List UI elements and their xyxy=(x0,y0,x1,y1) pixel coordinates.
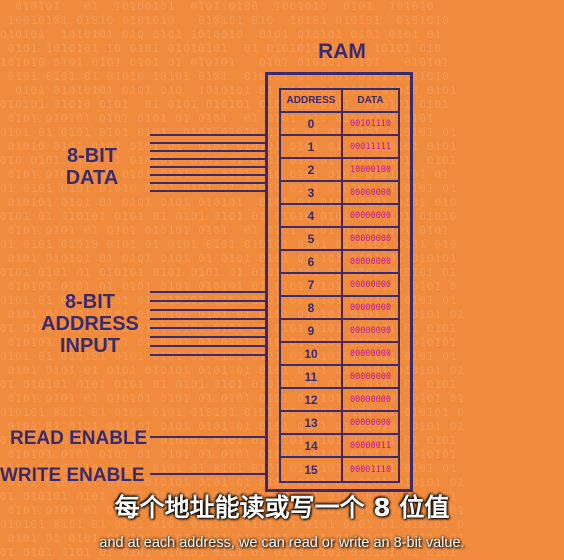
table-row: 15 00001110 xyxy=(281,458,398,481)
data-cell: 00000000 xyxy=(350,233,391,244)
table-row: 9 00000000 xyxy=(281,320,398,343)
table-row: 0 00101110 xyxy=(281,113,398,136)
read-enable-label: READ ENABLE xyxy=(10,428,148,449)
ram-title: RAM xyxy=(318,40,366,63)
address-cell: 7 xyxy=(281,274,343,295)
data-cell: 00000000 xyxy=(350,187,391,198)
address-cell: 10 xyxy=(281,343,343,364)
data-cell: 00000000 xyxy=(350,371,391,382)
table-row: 6 00000000 xyxy=(281,251,398,274)
data-cell: 00000000 xyxy=(350,210,391,221)
data-cell: 10000100 xyxy=(350,164,391,175)
ram-chip xyxy=(265,72,413,492)
address-cell: 8 xyxy=(281,297,343,318)
address-cell: 0 xyxy=(281,113,343,134)
address-cell: 1 xyxy=(281,136,343,157)
address-cell: 11 xyxy=(281,366,343,387)
data-cell: 00000000 xyxy=(350,256,391,267)
table-header: ADDRESS DATA xyxy=(281,90,398,113)
data-cell: 00000000 xyxy=(350,417,391,428)
address-bus-label-line3: INPUT xyxy=(60,335,120,357)
data-bus-label: 8-BIT DATA xyxy=(52,145,132,189)
table-row: 11 00000000 xyxy=(281,366,398,389)
data-cell: 00000000 xyxy=(350,325,391,336)
data-bus-label-line2: DATA xyxy=(65,167,119,189)
table-row: 1 00011111 xyxy=(281,136,398,159)
address-cell: 5 xyxy=(281,228,343,249)
data-bus-label-line1: 8-BIT xyxy=(67,145,117,167)
address-cell: 13 xyxy=(281,412,343,433)
subtitle-english: and at each address, we can read or writ… xyxy=(99,535,465,551)
address-bus-label-line1: 8-BIT xyxy=(65,291,115,313)
data-cell: 00000000 xyxy=(350,302,391,313)
address-cell: 2 xyxy=(281,159,343,180)
address-cell: 9 xyxy=(281,320,343,341)
data-cell: 00000000 xyxy=(350,348,391,359)
table-row: 13 00000000 xyxy=(281,412,398,435)
address-cell: 14 xyxy=(281,435,343,456)
table-row: 2 10000100 xyxy=(281,159,398,182)
address-bus-label: 8-BIT ADDRESS INPUT xyxy=(40,291,140,357)
data-cell: 00101110 xyxy=(350,118,391,129)
write-enable-label: WRITE ENABLE xyxy=(0,465,145,486)
data-cell: 00000000 xyxy=(350,394,391,405)
data-header: DATA xyxy=(357,95,384,106)
address-cell: 12 xyxy=(281,389,343,410)
address-bus-label-line2: ADDRESS xyxy=(41,313,139,335)
table-row: 8 00000000 xyxy=(281,297,398,320)
data-cell: 00001110 xyxy=(350,464,391,475)
table-row: 7 00000000 xyxy=(281,274,398,297)
data-cell: 00000000 xyxy=(350,279,391,290)
table-row: 4 00000000 xyxy=(281,205,398,228)
table-row: 14 00000011 xyxy=(281,435,398,458)
table-row: 10 00000000 xyxy=(281,343,398,366)
table-row: 5 00000000 xyxy=(281,228,398,251)
table-row: 3 00000000 xyxy=(281,182,398,205)
subtitle-chinese: 每个地址能读或写一个 8 位值 xyxy=(114,493,450,522)
address-header: ADDRESS xyxy=(281,90,343,111)
address-cell: 4 xyxy=(281,205,343,226)
address-cell: 15 xyxy=(281,458,343,481)
data-cell: 00011111 xyxy=(350,141,391,152)
table-row: 12 00000000 xyxy=(281,389,398,412)
address-cell: 3 xyxy=(281,182,343,203)
address-cell: 6 xyxy=(281,251,343,272)
memory-table: ADDRESS DATA 0 00101110 1 00011111 2 100001… xyxy=(279,88,400,483)
data-cell: 00000011 xyxy=(350,440,391,451)
